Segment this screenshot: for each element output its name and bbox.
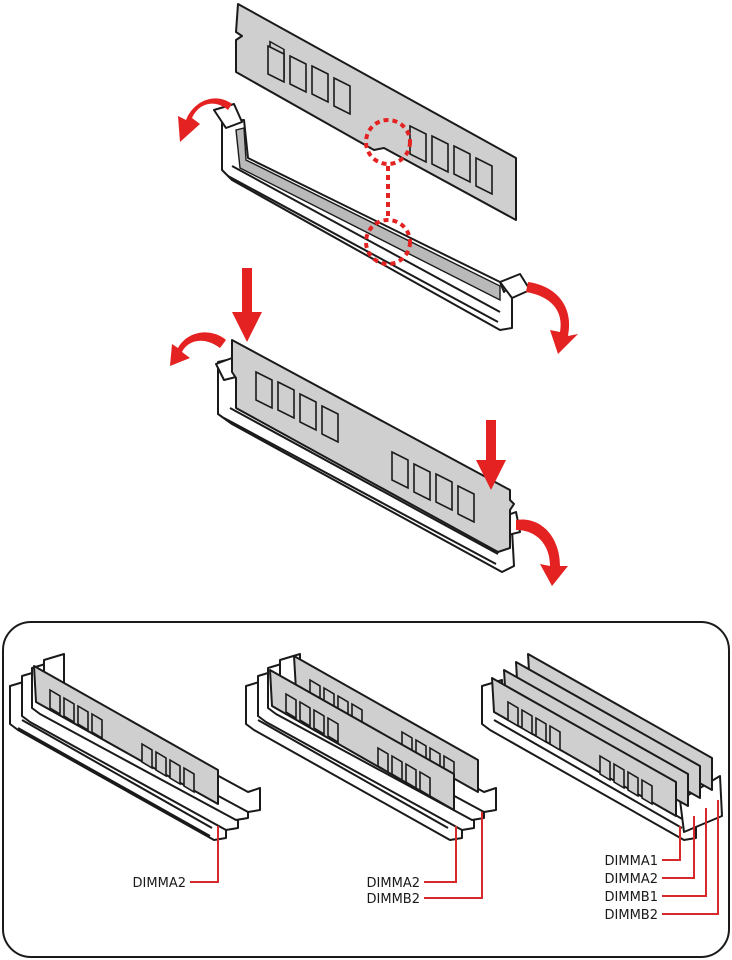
curved-arrow-icon (526, 282, 578, 354)
slot-label: DIMMB2 (605, 908, 658, 923)
slot-label: DIMMA1 (605, 854, 658, 869)
slot-label: DIMMA2 (133, 876, 186, 891)
arrow-down-icon (232, 268, 262, 342)
step-1-align-module (178, 4, 578, 354)
slot-label: DIMMA2 (605, 872, 658, 887)
slot-label: DIMMA2 (367, 876, 420, 891)
curved-arrow-icon (516, 519, 568, 586)
slot-label: DIMMB2 (367, 892, 420, 907)
slot-label: DIMMB1 (605, 890, 658, 905)
curved-arrow-icon (170, 332, 226, 366)
